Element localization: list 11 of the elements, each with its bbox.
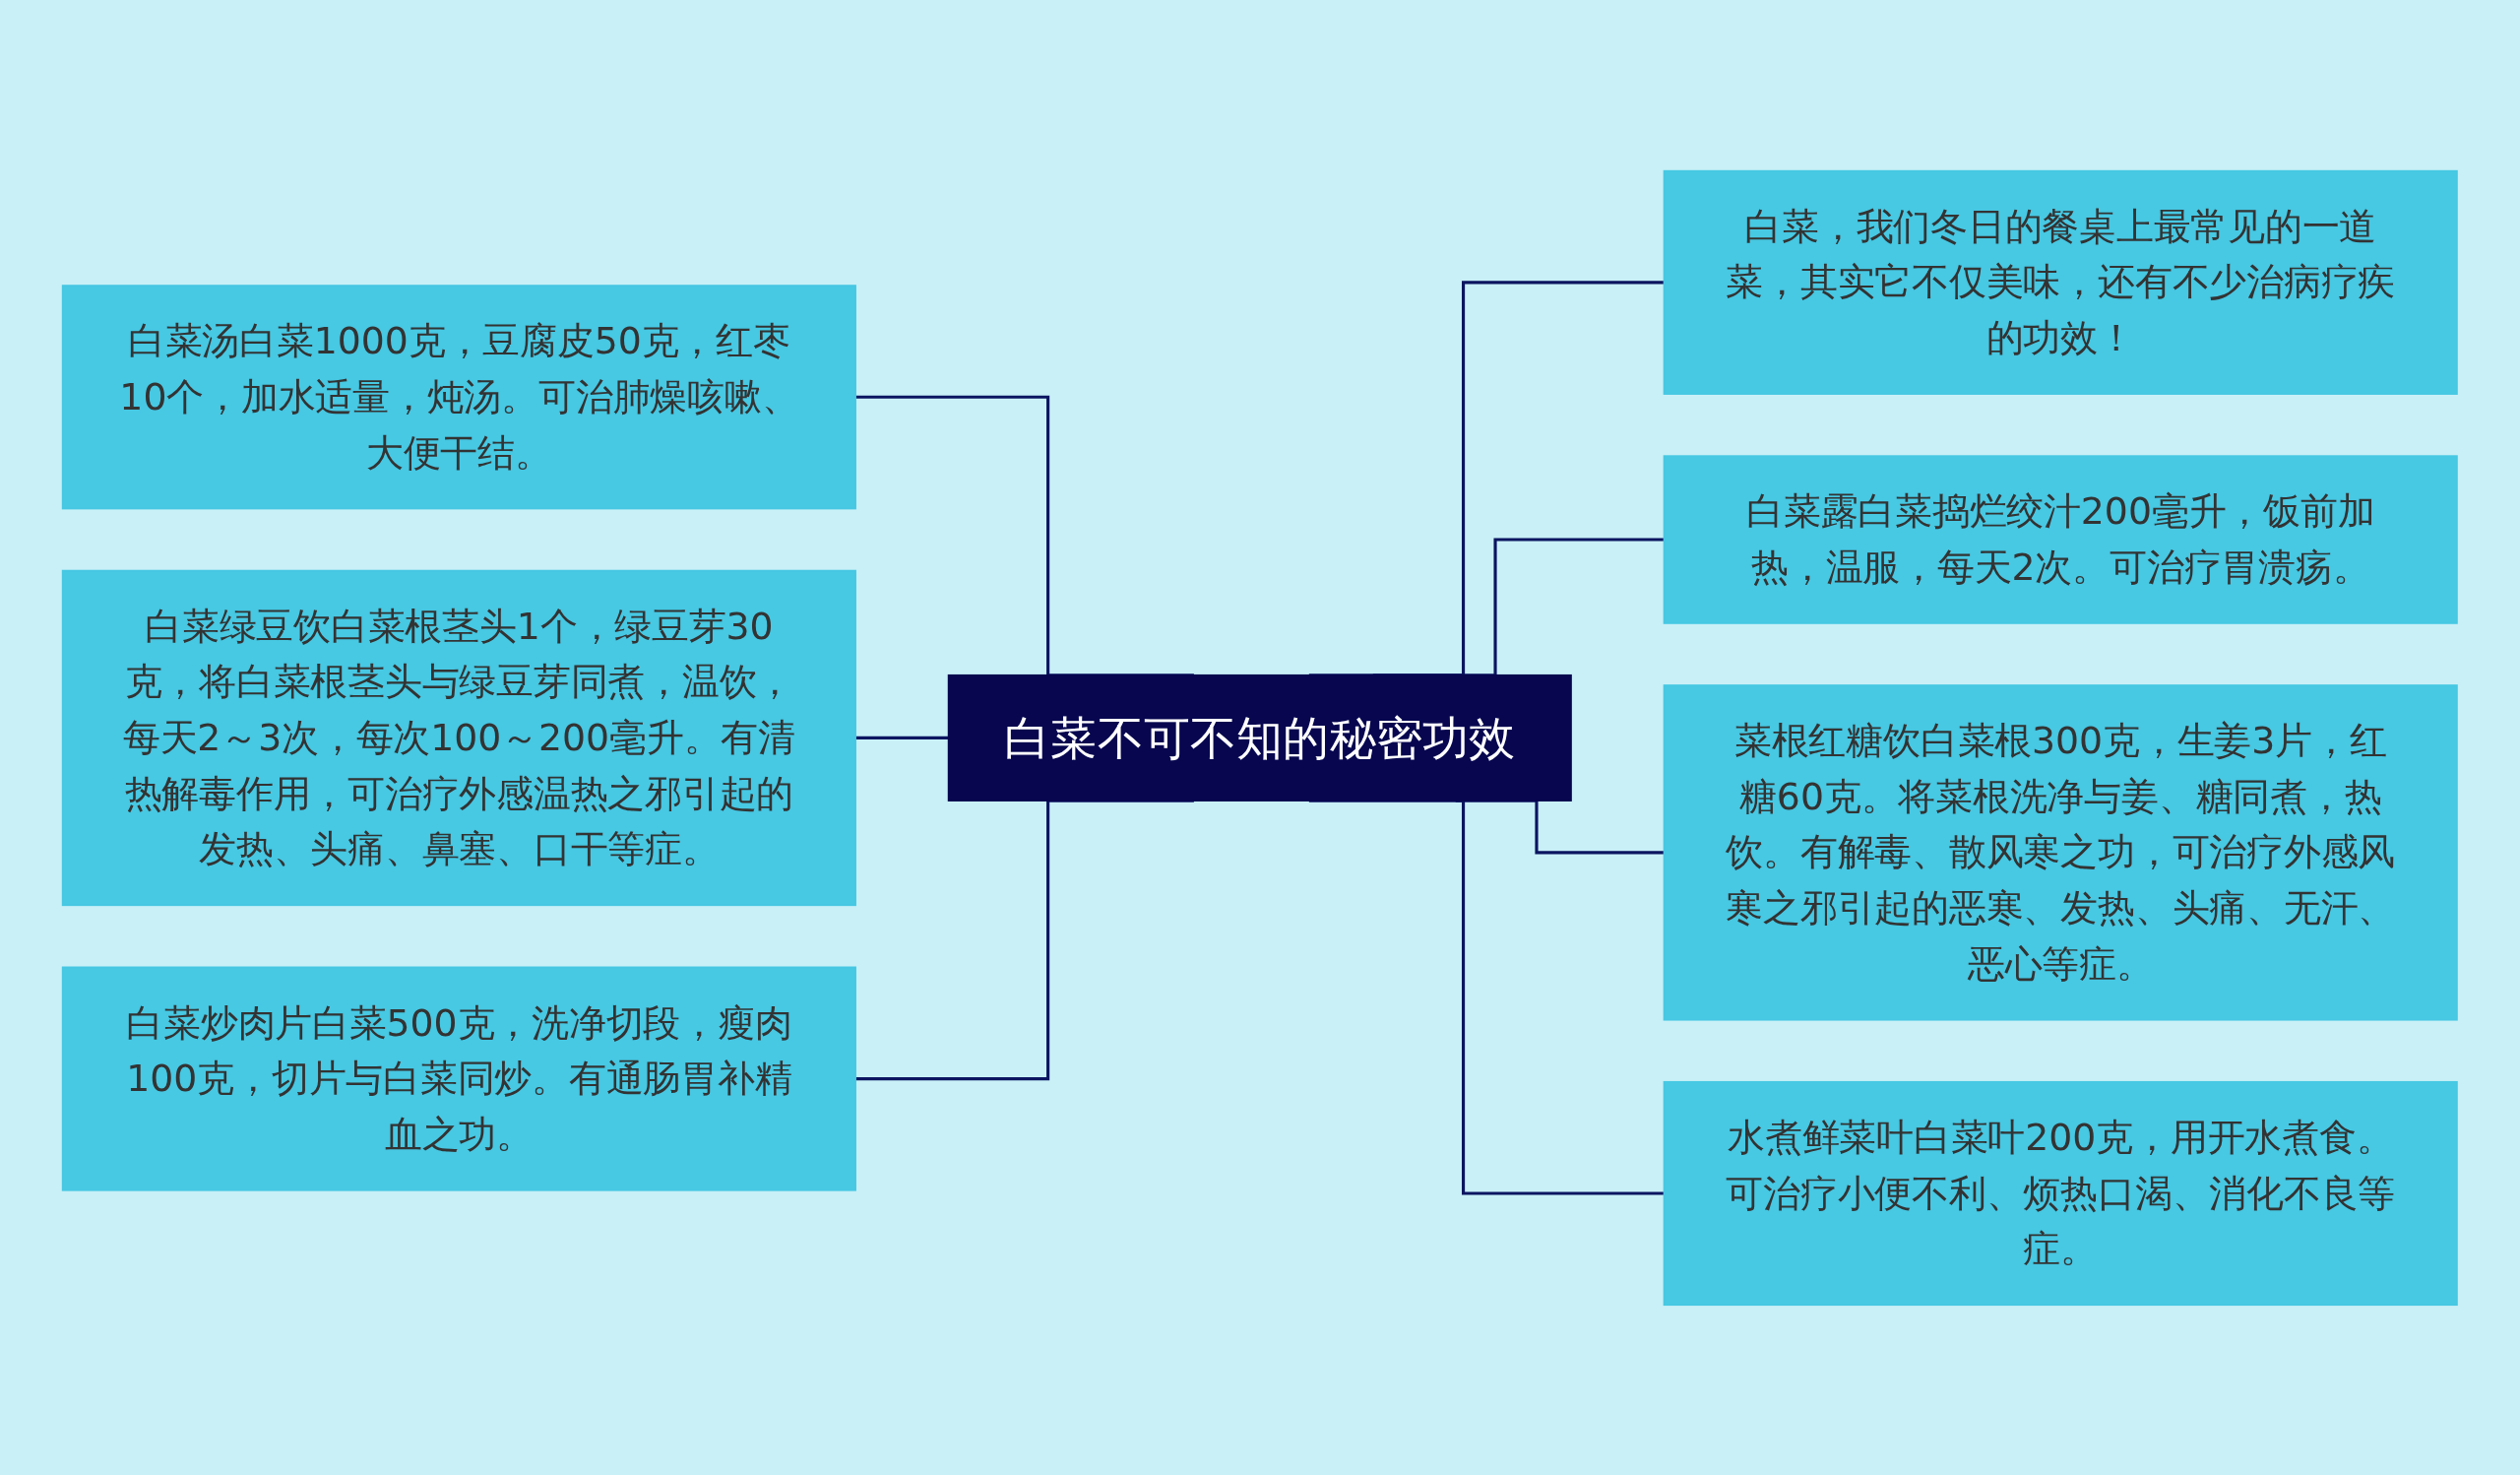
- node-box: 白菜炒肉片白菜500克，洗净切段，瘦肉100克，切片与白菜同炒。有通肠胃补精血之功。: [62, 966, 857, 1191]
- node-box: 白菜汤白菜1000克，豆腐皮50克，红枣10个，加水适量，炖汤。可治肺燥咳嗽、大便干结。: [62, 284, 857, 509]
- node-box: 白菜露白菜捣烂绞汁200毫升，饭前加热，温服，每天2次。可治疗胃溃疡。: [1663, 454, 2458, 624]
- node-box: 水煮鲜菜叶白菜叶200克，用开水煮食。可治疗小便不利、烦热口渴、消化不良等症。: [1663, 1080, 2458, 1306]
- node-box: 菜根红糖饮白菜根300克，生姜3片，红糖60克。将菜根洗净与姜、糖同煮，热饮。有解毒、散风寒之功，可治疗外感风寒之邪引起的恶寒、发热、头痛、无汗、恶心等症。: [1663, 683, 2458, 1021]
- connector: [1309, 799, 1665, 1195]
- node-box: 白菜，我们冬日的餐桌上最常见的一道菜，其实它不仅美味，还有不少治病疗疾的功效！: [1663, 169, 2458, 395]
- connector: [855, 736, 949, 739]
- connector: [855, 799, 1195, 1080]
- node-box: 白菜绿豆饮白菜根茎头1个，绿豆芽30克，将白菜根茎头与绿豆芽同煮，温饮，每天2～3次，每次100～200毫升。有清热解毒作用，可治疗外感温热之邪引起的发热、头痛、鼻塞、口干等症。: [62, 569, 857, 906]
- node-box: 白菜不可不知的秘密功效: [947, 673, 1573, 802]
